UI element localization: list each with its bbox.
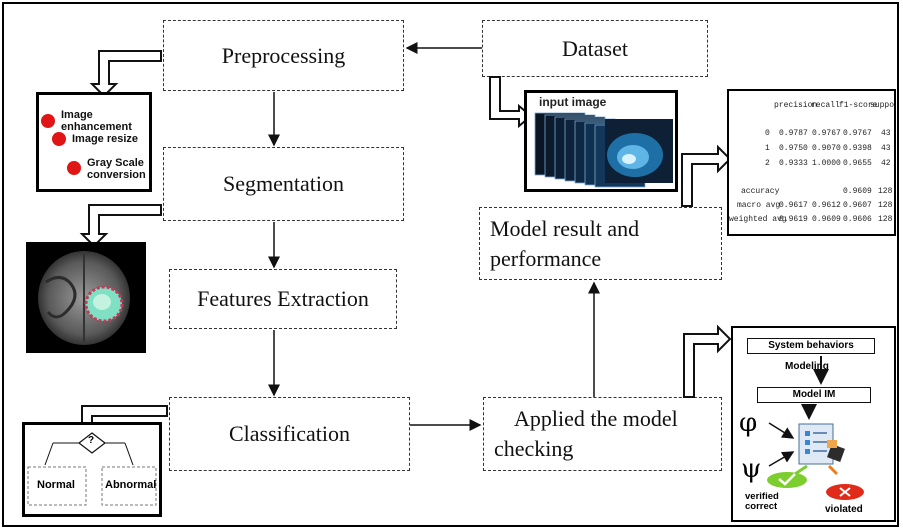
weighted-label: weighted avg <box>729 215 787 224</box>
row-label: 2 <box>765 159 770 168</box>
abnormal-label: Abnormal <box>105 479 157 491</box>
header-f1-score: f1-score <box>839 101 878 110</box>
row-precision: 0.9333 <box>779 159 808 168</box>
bullet-icon <box>67 161 81 175</box>
row-recall: 1.0000 <box>812 159 841 168</box>
macro-f1: 0.9607 <box>843 201 872 210</box>
classification-tree-panel: ? Normal Abnormal <box>22 422 162 517</box>
hollow-arrow-result <box>681 144 732 207</box>
psi-symbol: ψ <box>741 454 762 484</box>
weighted-precision: 0.9619 <box>779 215 808 224</box>
row-precision: 0.9750 <box>779 144 808 153</box>
row-f1: 0.9655 <box>843 159 872 168</box>
item-image-resize: Image resize <box>52 132 138 146</box>
row-f1: 0.9767 <box>843 129 872 138</box>
accuracy-label: accuracy <box>741 187 780 196</box>
hollow-arrow-segmentation <box>79 204 162 248</box>
item-gray-scale: Gray Scale conversion <box>67 157 149 181</box>
decision-label: ? <box>88 435 95 446</box>
input-image-title: input image <box>539 95 607 109</box>
row-label: 1 <box>765 144 770 153</box>
model-im-box: Model IM <box>757 387 871 403</box>
normal-label: Normal <box>37 479 75 491</box>
step-features-extraction: Features Extraction <box>169 269 397 329</box>
weighted-f1: 0.9606 <box>843 215 872 224</box>
row-f1: 0.9398 <box>843 144 872 153</box>
row-recall: 0.9767 <box>812 129 841 138</box>
verified-check-icon <box>767 472 807 488</box>
bullet-icon <box>41 114 55 128</box>
item-label: Gray Scale conversion <box>87 157 146 181</box>
system-behaviors-box: System behaviors <box>747 338 875 354</box>
header-precision: precision <box>774 101 818 110</box>
macro-label: macro avg <box>737 201 781 210</box>
violated-label: violated <box>825 504 863 515</box>
macro-recall: 0.9612 <box>812 201 841 210</box>
item-label: Image enhancement <box>61 109 132 133</box>
item-image-enhancement: Image enhancement <box>41 109 149 133</box>
mri-stack-icon <box>534 112 673 188</box>
modeling-label: Modeling <box>785 361 829 372</box>
step-dataset: Dataset <box>482 20 708 77</box>
row-label: 0 <box>765 129 770 138</box>
row-support: 43 <box>881 144 891 153</box>
item-label: Image resize <box>72 133 139 145</box>
hollow-arrow-preprocessing <box>89 50 162 98</box>
row-support: 42 <box>881 159 891 168</box>
segmentation-mri-image <box>26 242 146 353</box>
bullet-icon <box>52 132 66 146</box>
row-precision: 0.9787 <box>779 129 808 138</box>
step-segmentation: Segmentation <box>163 147 404 221</box>
applied-line-1: Applied the model <box>514 406 678 431</box>
macro-precision: 0.9617 <box>779 201 808 210</box>
dataset-input-image-panel: input image <box>524 90 678 192</box>
model-result-line-1: Model result and <box>490 215 640 241</box>
step-preprocessing: Preprocessing <box>163 20 404 91</box>
accuracy-support: 128 <box>878 187 893 196</box>
accuracy-f1: 0.9609 <box>843 187 872 196</box>
verified-correct-label: verified correct <box>745 491 779 512</box>
hollow-arrow-applied <box>683 324 732 398</box>
weighted-recall: 0.9609 <box>812 215 841 224</box>
model-checking-graphic <box>767 356 864 500</box>
step-classification: Classification <box>169 397 410 471</box>
weighted-support: 128 <box>878 215 893 224</box>
clipboard-icon <box>798 423 845 465</box>
decision-tree-icon <box>27 432 157 506</box>
step-model-result: Model result and performance <box>479 207 722 280</box>
violated-cross-icon <box>826 484 864 500</box>
brain-scan-icon <box>38 251 130 345</box>
phi-symbol: φ <box>739 408 758 438</box>
macro-support: 128 <box>878 201 893 210</box>
model-checking-panel: System behaviors Modeling Model IM <box>731 326 896 522</box>
step-applied-model-checking: Applied the model checking <box>483 397 722 471</box>
applied-line-2: checking <box>494 436 574 461</box>
row-recall: 0.9070 <box>812 144 841 153</box>
row-support: 43 <box>881 129 891 138</box>
header-recall: recall <box>811 101 840 110</box>
model-result-line-2: performance <box>490 245 602 271</box>
classification-report-panel: precision recall f1-score support 0 0.97… <box>727 89 896 236</box>
header-support: support <box>870 101 895 110</box>
preprocessing-methods-panel: Image enhancement Image resize Gray Scal… <box>36 92 152 192</box>
